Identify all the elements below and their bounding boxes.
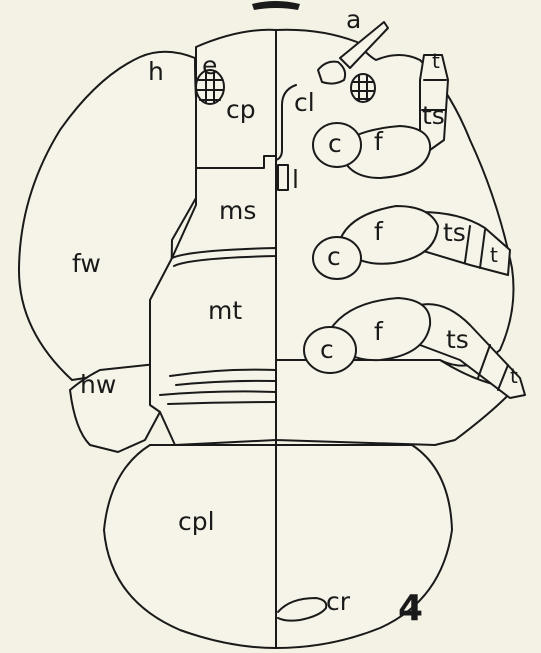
label-cpl: cpl [178, 507, 215, 536]
label-l: l [292, 165, 299, 194]
labrum [278, 165, 288, 190]
label-c-leg1: c [328, 129, 342, 158]
label-ts-leg3: ts [446, 325, 469, 354]
label-ms: ms [219, 196, 256, 225]
label-cl: cl [294, 88, 315, 117]
head-remnant [252, 1, 300, 10]
figure-number: 4 [398, 588, 423, 629]
label-ts-leg1: ts [422, 101, 445, 130]
label-f-leg2: f [374, 217, 384, 246]
compound-eye-right [351, 74, 375, 102]
label-hw: hw [80, 370, 116, 399]
label-c-leg3: c [320, 335, 334, 364]
label-f-leg1: f [374, 127, 384, 156]
label-t-leg1: t [432, 49, 440, 73]
label-t-leg2: t [490, 243, 498, 267]
label-fw: fw [72, 249, 101, 278]
label-f-leg3: f [374, 317, 384, 346]
label-cr: cr [326, 587, 351, 616]
label-e: e [202, 51, 217, 80]
label-t-leg3: t [510, 364, 518, 388]
label-h: h [148, 57, 164, 86]
label-a: a [346, 5, 361, 34]
label-mt: mt [208, 296, 242, 325]
label-cp: cp [226, 95, 256, 124]
label-c-leg2: c [327, 242, 341, 271]
label-ts-leg2: ts [443, 218, 466, 247]
